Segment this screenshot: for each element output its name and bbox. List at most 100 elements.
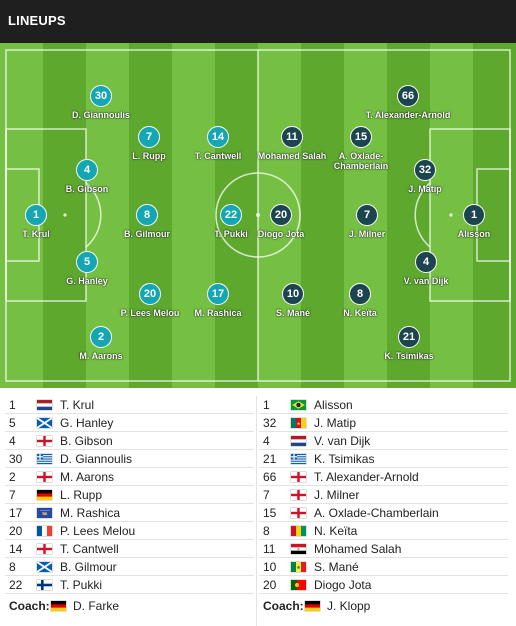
player-name[interactable]: T. Pukki <box>60 578 103 592</box>
player-name[interactable]: G. Hanley <box>60 416 114 430</box>
player-name[interactable]: B. Gilmour <box>60 560 117 574</box>
player-name[interactable]: B. Gibson <box>60 434 113 448</box>
player-name: B. Gilmour <box>123 229 170 239</box>
lineup-row[interactable]: 20 Diogo Jota <box>259 576 508 594</box>
player-name[interactable]: J. Matip <box>314 416 357 430</box>
lineup-row[interactable]: 10 S. Mané <box>259 558 508 576</box>
player-name[interactable]: T. Krul <box>60 398 95 412</box>
germany-flag <box>305 601 320 611</box>
shirt-number: 20 <box>263 578 277 592</box>
player-name[interactable]: Diogo Jota <box>314 578 372 592</box>
shirt-number: 11 <box>281 126 303 148</box>
shirt-number: 14 <box>207 126 229 148</box>
england-flag <box>291 508 306 518</box>
lineup-row[interactable]: 1 Alisson <box>259 396 508 414</box>
shirt-number: 20 <box>270 204 292 226</box>
player-name[interactable]: T. Cantwell <box>60 542 119 556</box>
shirt-number: 7 <box>356 204 378 226</box>
shirt-number: 2 <box>90 326 112 348</box>
lineup-row[interactable]: 66 T. Alexander-Arnold <box>259 468 508 486</box>
player-name: P. Lees Melou <box>120 308 180 318</box>
player-name: T. Alexander-Arnold <box>365 110 451 120</box>
player-name: Diogo Jota <box>257 229 305 239</box>
player-name[interactable]: P. Lees Melou <box>60 524 136 538</box>
home-player-marker[interactable]: 14 T. Cantwell <box>173 126 263 161</box>
player-name[interactable]: V. van Dijk <box>314 434 371 448</box>
player-name[interactable]: T. Alexander-Arnold <box>314 470 419 484</box>
player-name[interactable]: Alisson <box>314 398 353 412</box>
player-name: Alisson <box>457 229 491 239</box>
player-name[interactable]: N. Keïta <box>314 524 358 538</box>
player-name[interactable]: Mohamed Salah <box>314 542 402 556</box>
lineup-row[interactable]: 1 T. Krul <box>5 396 254 414</box>
coach-name[interactable]: J. Klopp <box>327 599 371 613</box>
player-name[interactable]: M. Aarons <box>60 470 115 484</box>
player-name[interactable]: D. Giannoulis <box>60 452 133 466</box>
shirt-number: 1 <box>9 398 16 412</box>
shirt-number: 66 <box>263 470 277 484</box>
shirt-number: 1 <box>463 204 485 226</box>
lineup-row[interactable]: 2 M. Aarons <box>5 468 254 486</box>
player-name[interactable]: L. Rupp <box>60 488 103 502</box>
guinea-flag <box>291 526 306 536</box>
coach-label: Coach: <box>9 599 50 613</box>
shirt-number: 1 <box>263 398 270 412</box>
player-name[interactable]: S. Mané <box>314 560 359 574</box>
player-name[interactable]: M. Rashica <box>60 506 121 520</box>
shirt-number: 7 <box>138 126 160 148</box>
player-name: A. Oxlade-Chamberlain <box>333 151 389 171</box>
column-divider <box>256 396 257 626</box>
player-name[interactable]: J. Milner <box>314 488 360 502</box>
player-name[interactable]: A. Oxlade-Chamberlain <box>314 506 439 520</box>
player-name[interactable]: K. Tsimikas <box>314 452 375 466</box>
coach-name[interactable]: D. Farke <box>73 599 120 613</box>
shirt-number: 2 <box>9 470 16 484</box>
player-name: G. Hanley <box>66 276 108 286</box>
cameroon-flag <box>291 418 306 428</box>
shirt-number: 10 <box>263 560 277 574</box>
scotland-flag <box>37 562 52 572</box>
germany-flag <box>37 490 52 500</box>
egypt-flag <box>291 544 306 554</box>
player-name: T. Cantwell <box>194 151 242 161</box>
